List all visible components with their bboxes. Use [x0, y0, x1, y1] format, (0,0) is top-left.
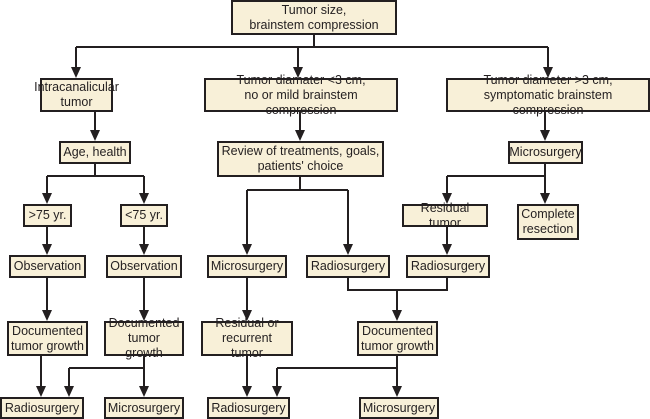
edge-to-observation-1-arrowhead — [42, 244, 52, 255]
edge-to-complete-resection-arrowhead — [540, 193, 550, 204]
edge-to-documented-growth-2-arrowhead — [139, 310, 149, 321]
edge-to-residual-tumor-arrowhead — [442, 193, 452, 204]
node-review: Review of treatments, goals, patients' c… — [217, 141, 384, 177]
node-documented-growth-2: Documented tumor growth — [104, 316, 184, 360]
node-over-75: >75 yr. — [23, 204, 72, 227]
edge-growth3-to-radiosurgery-arrowhead — [272, 386, 282, 397]
node-residual-tumor: Residual tumor — [402, 201, 488, 230]
edge-residual-to-radiosurgery-arrowhead — [242, 386, 252, 397]
edge-growth1-to-radiosurgery-arrowhead — [36, 386, 46, 397]
edge-to-intracanalicular-arrowhead — [71, 67, 81, 78]
node-observation-1: Observation — [9, 255, 86, 278]
node-large-tumor: Tumor diameter >3 cm, symptomatic brains… — [446, 73, 650, 117]
node-outcome-radiosurgery-2: Radiosurgery — [207, 397, 290, 419]
node-observation-2: Observation — [106, 255, 182, 278]
edge-to-under-75-arrowhead — [139, 193, 149, 204]
node-intracanalicular: Intracanalicular tumor — [34, 78, 119, 112]
node-documented-growth-1: Documented tumor growth — [7, 321, 88, 356]
edge-to-large-tumor-arrowhead — [543, 67, 553, 78]
edge-to-small-microsurgery-arrowhead — [242, 244, 252, 255]
edge-to-review-arrowhead — [295, 130, 305, 141]
node-complete-resection: Complete resection — [517, 204, 579, 240]
node-small-radiosurgery: Radiosurgery — [306, 255, 390, 278]
edge-to-documented-growth-3-arrowhead — [392, 310, 402, 321]
node-documented-growth-3: Documented tumor growth — [357, 321, 438, 356]
node-under-75: <75 yr. — [120, 204, 168, 227]
edge-to-documented-growth-1-arrowhead — [42, 310, 52, 321]
edge-to-over-75-arrowhead — [42, 193, 52, 204]
edge-to-residual-radiosurgery-arrowhead — [442, 244, 452, 255]
node-small-tumor: Tumor diamater <3 cm, no or mild brainst… — [204, 73, 398, 117]
node-residual-recurrent: Residual or recurrent tumor — [201, 316, 293, 360]
node-age-health: Age, health — [59, 141, 131, 164]
edge-to-observation-2-arrowhead — [139, 244, 149, 255]
edge-radio-merge — [347, 278, 448, 291]
edge-to-age-health-arrowhead — [90, 130, 100, 141]
node-residual-radiosurgery: Radiosurgery — [406, 255, 490, 278]
node-outcome-microsurgery-1: Microsurgery — [104, 397, 184, 419]
node-root: Tumor size, brainstem compression — [231, 0, 397, 35]
node-outcome-radiosurgery-1: Radiosurgery — [0, 397, 84, 419]
edge-to-small-tumor-arrowhead — [293, 67, 303, 78]
edge-growth3-to-microsurgery-arrowhead — [392, 386, 402, 397]
node-small-microsurgery: Microsurgery — [207, 255, 287, 278]
edge-to-residual-recurrent-arrowhead — [242, 310, 252, 321]
edge-to-small-radiosurgery-arrowhead — [343, 244, 353, 255]
node-outcome-microsurgery-2: Microsurgery — [359, 397, 439, 419]
edge-growth2-to-radiosurgery-arrowhead — [64, 386, 74, 397]
edge-to-large-microsurgery-arrowhead — [540, 130, 550, 141]
node-large-microsurgery: Microsurgery — [508, 141, 583, 164]
edge-growth2-to-microsurgery-arrowhead — [139, 386, 149, 397]
